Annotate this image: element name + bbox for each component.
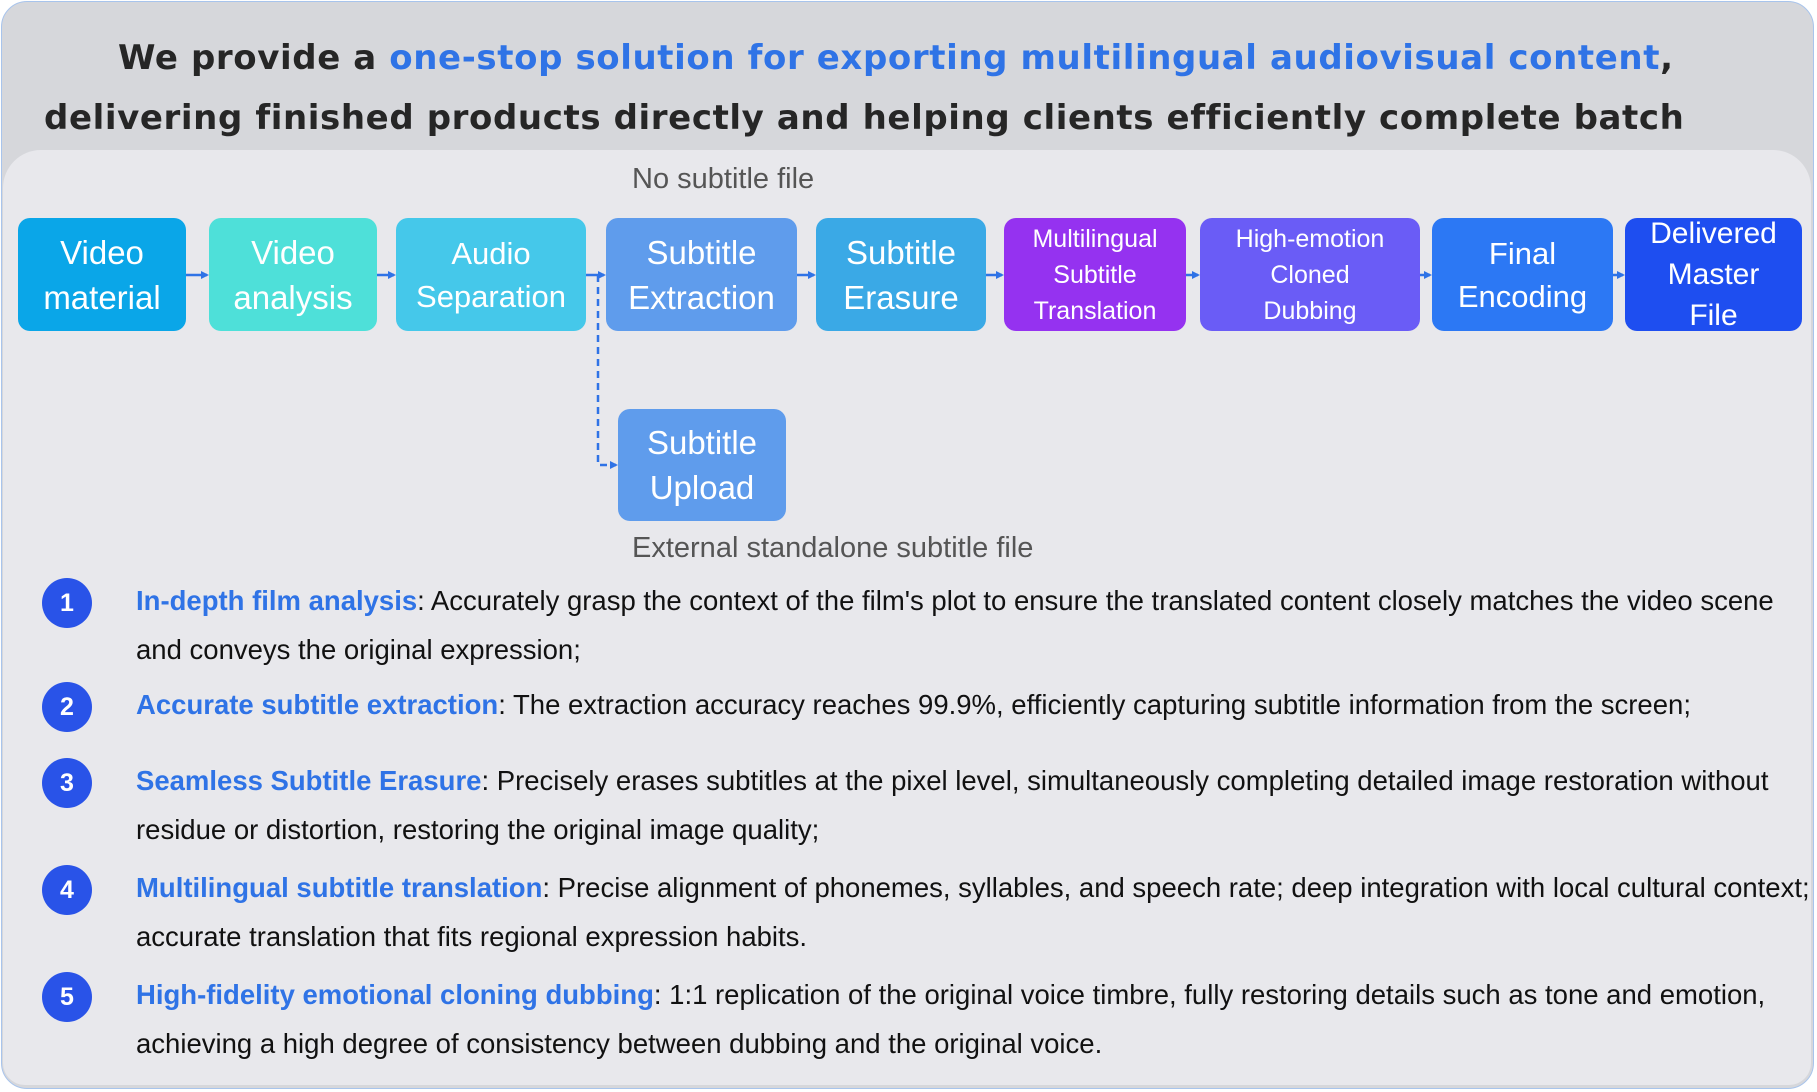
step-label: Delivered Master File [1650, 217, 1777, 332]
step-subtitle-upload: Subtitle Upload [618, 409, 786, 521]
step-label: Video material [43, 233, 161, 316]
step-label: Audio Separation [416, 235, 566, 314]
step-final-encoding: Final Encoding [1432, 218, 1613, 331]
caption-no-subtitle-file: No subtitle file [632, 163, 815, 195]
feature-description: : Precisely erases subtitles at the pixe… [136, 765, 1769, 845]
feature-title: In-depth film analysis [136, 585, 418, 616]
number-badge: 5 [42, 972, 92, 1022]
step-multilingual-subtitle-translation: Multilingual Subtitle Translation [1004, 218, 1186, 331]
feature-title: High-fidelity emotional cloning dubbing [136, 979, 654, 1010]
feature-text: High-fidelity emotional cloning dubbing:… [136, 970, 1816, 1068]
feature-title: Multilingual subtitle translation [136, 872, 543, 903]
step-video-analysis: Video analysis [209, 218, 377, 331]
number-badge: 4 [42, 865, 92, 915]
step-audio-separation: Audio Separation [396, 218, 586, 331]
feature-description: : Precise alignment of phonemes, syllabl… [136, 872, 1810, 952]
step-delivered-master-file: Delivered Master File [1625, 217, 1802, 332]
caption-external-subtitle-file: External standalone subtitle file [632, 532, 1034, 564]
step-label: Video analysis [233, 233, 353, 316]
step-subtitle-extraction: Subtitle Extraction [606, 218, 797, 331]
feature-title: Accurate subtitle extraction [136, 689, 499, 720]
step-label: Subtitle Extraction [628, 233, 775, 316]
feature-text: In-depth film analysis: Accurately grasp… [136, 576, 1816, 674]
step-label: Final Encoding [1457, 235, 1588, 314]
feature-text: Accurate subtitle extraction: The extrac… [136, 680, 1816, 729]
number-badge: 1 [42, 578, 92, 628]
header-text-before: We provide a [118, 38, 390, 78]
feature-description: : The extraction accuracy reaches 99.9%,… [498, 689, 1691, 720]
step-label: Multilingual Subtitle Translation [1032, 224, 1158, 325]
number-badge: 2 [42, 682, 92, 732]
feature-description: : 1:1 replication of the original voice … [136, 979, 1766, 1059]
step-high-emotion-cloned-dubbing: High-emotion Cloned Dubbing [1200, 218, 1420, 331]
feature-description: : Accurately grasp the context of the fi… [136, 585, 1774, 665]
feature-title: Seamless Subtitle Erasure [136, 765, 482, 796]
feature-text: Seamless Subtitle Erasure: Precisely era… [136, 756, 1816, 854]
header-highlight: one-stop solution for exporting multilin… [389, 38, 1661, 78]
step-label: High-emotion Cloned Dubbing [1235, 224, 1385, 325]
step-label: Subtitle Upload [646, 424, 758, 506]
step-video-material: Video material [18, 218, 186, 331]
feature-text: Multilingual subtitle translation: Preci… [136, 863, 1816, 961]
step-label: Subtitle Erasure [843, 233, 959, 316]
step-subtitle-erasure: Subtitle Erasure [816, 218, 986, 331]
number-badge: 3 [42, 758, 92, 808]
